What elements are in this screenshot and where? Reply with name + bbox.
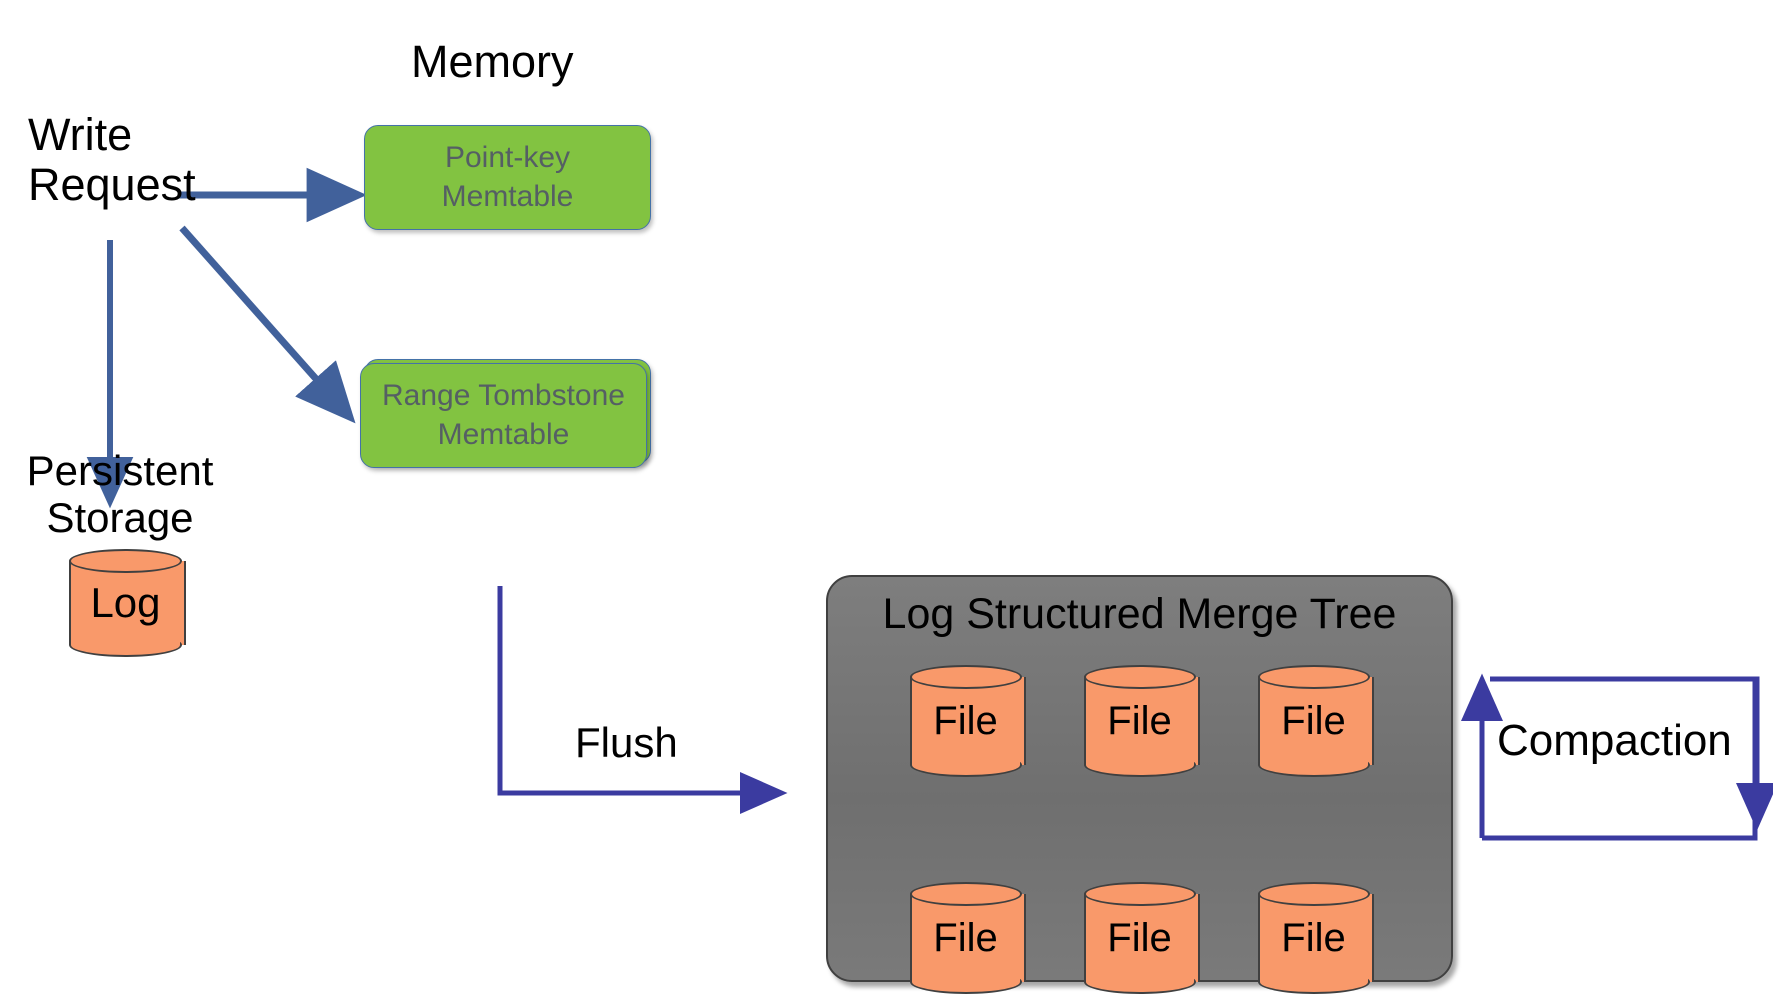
file-cylinder-label: File <box>933 698 998 743</box>
file-cylinder[interactable]: File <box>909 882 1026 994</box>
cylinder-cap-mask <box>1259 968 1368 982</box>
lsm-file-row-1: File File File <box>828 665 1451 777</box>
file-cylinder[interactable]: File <box>1257 665 1374 777</box>
file-cylinder-label: File <box>1281 698 1346 743</box>
file-cylinder-label: File <box>1281 915 1346 960</box>
file-cylinder[interactable]: File <box>1083 882 1200 994</box>
cylinder-top-ellipse <box>909 882 1022 906</box>
persistent-storage-label: Persistent Storage <box>26 447 214 542</box>
cylinder-cap-mask <box>1085 968 1194 982</box>
log-cylinder-label: Log <box>90 579 161 626</box>
cylinder-top-ellipse <box>1083 665 1196 689</box>
file-cylinder-label: File <box>1107 915 1172 960</box>
file-cylinder[interactable]: File <box>1257 882 1374 994</box>
cylinder-top-ellipse <box>1083 882 1196 906</box>
lsm-file-row-2: File File File <box>828 882 1451 994</box>
file-cylinder[interactable]: File <box>1083 665 1200 777</box>
range-tombstone-memtable-box[interactable]: Range Tombstone Memtable <box>360 363 647 468</box>
cylinder-body <box>909 894 1026 982</box>
cylinder-cap-mask <box>71 631 180 645</box>
arrow-compaction-loop-top <box>1490 676 1773 831</box>
memory-label: Memory <box>411 36 574 87</box>
write-request-label: Write Request <box>28 109 196 211</box>
cylinder-top-ellipse <box>1257 665 1370 689</box>
arrow-write-to-range-tombstone-memtable <box>179 225 356 424</box>
cylinder-top-ellipse <box>909 665 1022 689</box>
cylinder-cap-mask <box>1085 751 1194 765</box>
lsm-tree-title: Log Structured Merge Tree <box>882 590 1397 638</box>
file-cylinder-label: File <box>1107 698 1172 743</box>
cylinder-body <box>1083 894 1200 982</box>
arrow-memtable-flush-to-lsm <box>497 586 788 814</box>
log-cylinder[interactable]: Log <box>69 549 186 657</box>
cylinder-cap-mask <box>1259 751 1368 765</box>
file-cylinder[interactable]: File <box>909 665 1026 777</box>
cylinder-body <box>909 677 1026 765</box>
flush-label: Flush <box>575 719 678 766</box>
point-key-memtable-box[interactable]: Point-key Memtable <box>364 125 651 230</box>
cylinder-cap-mask <box>911 968 1020 982</box>
compaction-label: Compaction <box>1497 716 1732 765</box>
cylinder-top-ellipse <box>1257 882 1370 906</box>
cylinder-body <box>1083 677 1200 765</box>
cylinder-cap-mask <box>911 751 1020 765</box>
lsm-tree-container[interactable]: Log Structured Merge Tree File File File <box>826 575 1453 994</box>
cylinder-top-ellipse <box>69 549 182 573</box>
cylinder-body <box>1257 894 1374 982</box>
file-cylinder-label: File <box>933 915 998 960</box>
cylinder-body <box>1257 677 1374 765</box>
